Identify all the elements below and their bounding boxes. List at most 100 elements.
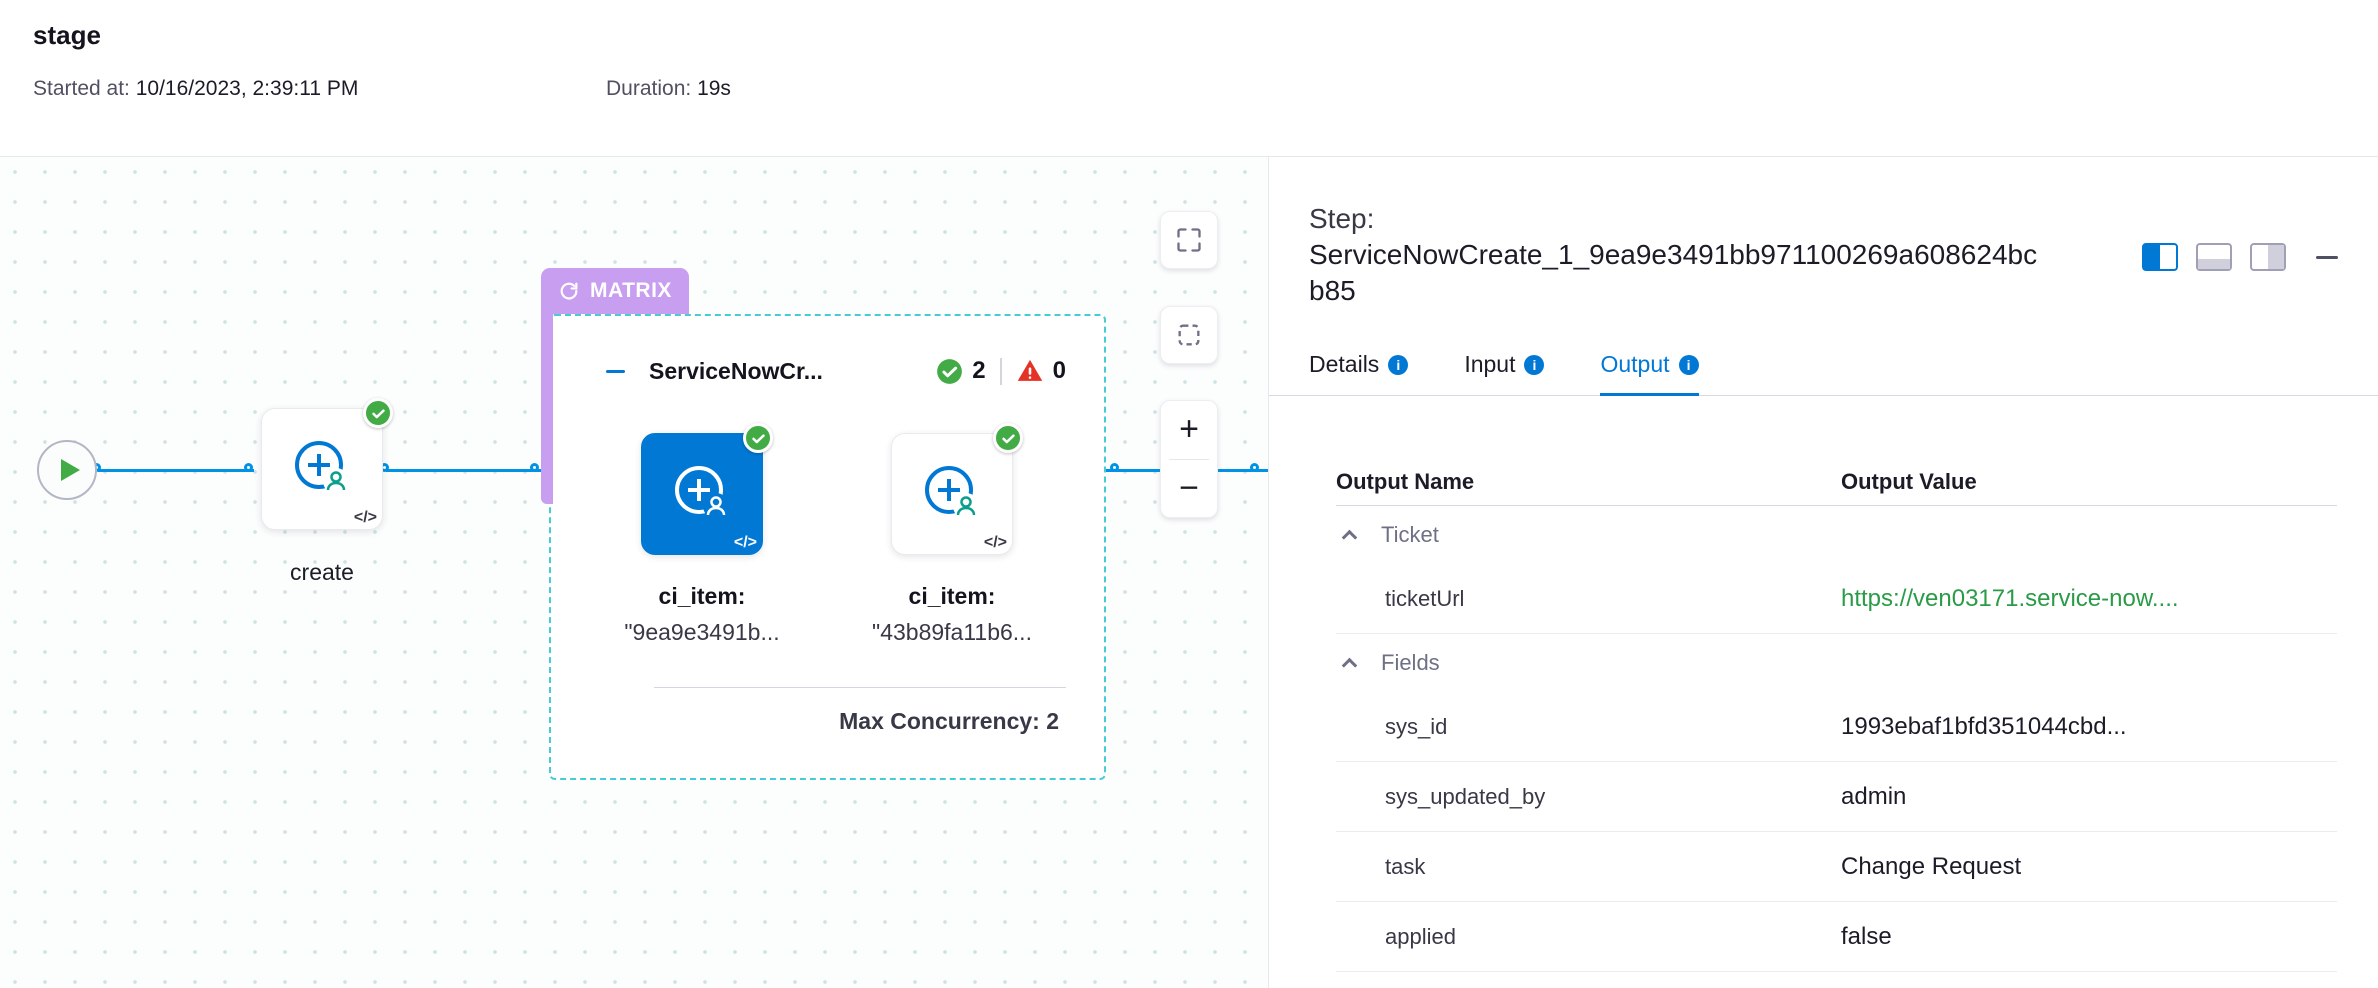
max-concurrency: Max Concurrency: 2 (839, 708, 1059, 735)
matrix-divider (654, 687, 1066, 688)
group-row-ticket[interactable]: Ticket (1336, 506, 2337, 564)
output-row: task Change Request (1336, 832, 2337, 902)
zoom-in-button[interactable]: + (1161, 401, 1217, 459)
tab-label: Details (1309, 351, 1379, 378)
tab-details[interactable]: Details (1309, 351, 1408, 396)
label-value: "43b89fa11b6... (832, 614, 1072, 650)
success-badge-icon (743, 423, 773, 453)
step-label-create: create (261, 559, 383, 586)
matrix-group[interactable]: ServiceNowCr... 2 0 (549, 314, 1106, 780)
info-icon[interactable] (1524, 355, 1544, 375)
output-table-header: Output Name Output Value (1336, 458, 2337, 506)
zoom-out-button[interactable]: − (1161, 460, 1217, 518)
flow-edge (386, 469, 548, 472)
chevron-up-icon[interactable] (1342, 658, 1358, 674)
zoom-controls: + − (1160, 400, 1218, 518)
servicenow-step-icon (288, 435, 356, 503)
code-icon: </> (734, 534, 757, 552)
info-icon[interactable] (1388, 355, 1408, 375)
failure-count: 0 (1053, 357, 1066, 385)
started-at-label: Started at: (33, 77, 130, 100)
pipeline-start-node[interactable] (37, 440, 97, 500)
column-output-name: Output Name (1336, 469, 1841, 495)
flow-edge (98, 469, 254, 472)
selection-box-icon (1175, 321, 1203, 349)
tab-label: Input (1464, 351, 1515, 378)
label-key: ci_item: (582, 578, 822, 614)
duration-value: 19s (697, 77, 731, 100)
output-name: task (1336, 854, 1841, 880)
duration: Duration: 19s (606, 77, 731, 101)
code-icon: </> (984, 534, 1007, 552)
output-row: sys_id 1993ebaf1bfd351044cbd... (1336, 692, 2337, 762)
loop-icon (558, 280, 580, 302)
layout-left-split-icon[interactable] (2142, 243, 2178, 271)
duration-label: Duration: (606, 77, 691, 100)
started-at: Started at: 10/16/2023, 2:39:11 PM (33, 77, 2378, 101)
layout-bottom-split-icon[interactable] (2196, 243, 2232, 271)
flow-port (1110, 463, 1119, 472)
expand-icon (1175, 226, 1203, 254)
success-badge-icon (993, 423, 1023, 453)
flow-port (530, 463, 539, 472)
matrix-node-1-label: ci_item: "9ea9e3491b... (582, 578, 822, 650)
matrix-badge[interactable]: MATRIX (541, 268, 689, 314)
fit-to-screen-button[interactable] (1160, 211, 1218, 269)
matrix-status-counts: 2 0 (936, 357, 1066, 385)
servicenow-step-icon (918, 460, 986, 528)
flow-port (244, 463, 253, 472)
tab-input[interactable]: Input (1464, 351, 1544, 396)
output-row: ticketUrl https://ven03171.service-now..… (1336, 564, 2337, 634)
success-count-icon (936, 358, 963, 385)
step-tabs: Details Input Output (1269, 351, 2378, 396)
group-label: Fields (1381, 650, 1440, 676)
success-badge-icon (363, 398, 393, 428)
output-name: ticketUrl (1336, 586, 1841, 612)
marquee-select-button[interactable] (1160, 306, 1218, 364)
output-value: 1993ebaf1bfd351044cbd... (1841, 713, 2337, 741)
tab-label: Output (1600, 351, 1669, 378)
group-label: Ticket (1381, 522, 1439, 548)
info-icon[interactable] (1679, 355, 1699, 375)
matrix-title: ServiceNowCr... (649, 358, 823, 385)
step-heading-label: Step: (1309, 201, 2338, 237)
layout-right-split-icon[interactable] (2250, 243, 2286, 271)
step-name: ServiceNowCreate_1_9ea9e3491bb971100269a… (1309, 237, 2045, 309)
step-node-create[interactable]: </> (261, 408, 383, 530)
tab-output[interactable]: Output (1600, 351, 1698, 396)
matrix-node-2-label: ci_item: "43b89fa11b6... (832, 578, 1072, 650)
servicenow-step-icon (668, 460, 736, 528)
count-divider (1000, 358, 1002, 385)
matrix-header: ServiceNowCr... 2 0 (551, 353, 1104, 389)
column-output-value: Output Value (1841, 469, 2337, 495)
stage-meta: Started at: 10/16/2023, 2:39:11 PM Durat… (33, 77, 2378, 101)
matrix-accent-bar (541, 314, 553, 504)
panel-layout-controls (2142, 243, 2338, 271)
label-value: "9ea9e3491b... (582, 614, 822, 650)
output-name: sys_updated_by (1336, 784, 1841, 810)
pipeline-canvas[interactable]: </> create MATRIX ServiceNowCr... (0, 157, 1268, 988)
play-icon (61, 459, 80, 481)
output-name: applied (1336, 924, 1841, 950)
output-value: admin (1841, 783, 2337, 811)
matrix-step-node-2[interactable]: </> (891, 433, 1013, 555)
matrix-step-node-1[interactable]: </> (641, 433, 763, 555)
step-details-panel: Step: ServiceNowCreate_1_9ea9e3491bb9711… (1268, 157, 2378, 988)
started-at-value: 10/16/2023, 2:39:11 PM (136, 77, 359, 100)
output-name: sys_id (1336, 714, 1841, 740)
collapse-icon[interactable] (606, 370, 625, 373)
output-value: false (1841, 923, 2337, 951)
matrix-badge-label: MATRIX (590, 279, 672, 303)
stage-header: stage Started at: 10/16/2023, 2:39:11 PM… (0, 0, 2378, 157)
chevron-up-icon[interactable] (1342, 530, 1358, 546)
group-row-fields[interactable]: Fields (1336, 634, 2337, 692)
stage-title: stage (33, 20, 2378, 51)
output-row: applied false (1336, 902, 2337, 972)
minimize-panel-icon[interactable] (2316, 256, 2338, 259)
output-table: Output Name Output Value Ticket ticketUr… (1336, 458, 2337, 972)
ticket-url-link[interactable]: https://ven03171.service-now.... (1841, 585, 2337, 613)
label-key: ci_item: (832, 578, 1072, 614)
failure-count-icon (1016, 357, 1044, 385)
output-row: sys_updated_by admin (1336, 762, 2337, 832)
